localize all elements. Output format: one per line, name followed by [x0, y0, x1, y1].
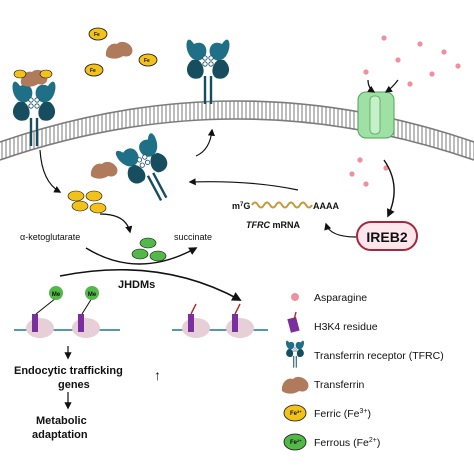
svg-text:Fe: Fe — [90, 68, 96, 74]
svg-text:AAAA: AAAA — [313, 201, 339, 211]
svg-text:Me: Me — [88, 292, 97, 298]
asparagine-dot-icon — [291, 293, 299, 301]
endocytic-genes-label: Endocytic trafficking genes — [14, 365, 126, 391]
legend-item-transferrin: Transferrin — [281, 376, 365, 394]
transferrin-receptor-bound — [11, 69, 57, 148]
asparagine-transporter — [357, 91, 395, 139]
ferric-icon: Fe3+ — [283, 404, 307, 422]
svg-text:Me: Me — [52, 292, 61, 298]
succinate-label: succinate — [174, 232, 212, 242]
svg-text:Ferric (Fe3+): Ferric (Fe3+) — [314, 408, 371, 420]
transferrin-receptor-recycled — [185, 38, 231, 106]
tfrc-mrna: m7G AAAA TFRC mRNA — [232, 201, 339, 230]
transferrin-icon — [281, 376, 309, 394]
legend-item-asparagine: Asparagine — [291, 292, 367, 304]
chromatin-demethylated — [172, 303, 268, 338]
transferrin-receptor-icon — [285, 340, 305, 369]
jhdms-label: JHDMs — [118, 279, 155, 291]
legend: Asparagine H3K4 residue Transferrin rece… — [281, 292, 444, 451]
svg-text:Asparagine: Asparagine — [314, 292, 367, 304]
svg-text:H3K4 residue: H3K4 residue — [314, 321, 378, 333]
h3k4-residue-icon — [287, 311, 300, 333]
transferrin-receptor-internalised — [90, 131, 184, 211]
svg-text:TFRC mRNA: TFRC mRNA — [246, 220, 301, 230]
cell-membrane — [0, 100, 474, 161]
ferrous-icon: Fe2+ — [283, 433, 307, 451]
alpha-ketoglutarate-label: α-ketoglutarate — [20, 232, 80, 242]
ferric-ion-3: Fe — [84, 63, 104, 77]
svg-text:m7G: m7G — [232, 201, 250, 211]
svg-text:Transferrin receptor (TFRC): Transferrin receptor (TFRC) — [314, 350, 444, 362]
upregulation-arrow: ↑ — [154, 367, 161, 383]
chromatin-methylated: Me Me — [14, 286, 120, 338]
ferric-cluster — [67, 190, 107, 214]
svg-text:Fe3+: Fe3+ — [290, 409, 302, 417]
legend-item-h3k4: H3K4 residue — [287, 311, 378, 333]
ferrous-cluster — [131, 237, 167, 262]
ferric-ion-1: Fe — [88, 27, 108, 41]
ireb2-protein: IREB2 — [356, 221, 418, 251]
svg-text:IREB2: IREB2 — [366, 229, 407, 245]
legend-item-tfrc: Transferrin receptor (TFRC) — [285, 340, 444, 369]
svg-text:Ferrous (Fe2+): Ferrous (Fe2+) — [314, 437, 380, 449]
legend-item-ferrous: Fe2+ Ferrous (Fe2+) — [283, 433, 380, 451]
svg-text:Transferrin: Transferrin — [314, 379, 365, 391]
svg-text:Fe: Fe — [94, 32, 100, 38]
extracellular-transferrin — [105, 41, 133, 59]
ferric-ion-2: Fe — [138, 53, 158, 67]
svg-text:Fe: Fe — [144, 58, 150, 64]
asparagine-dots — [349, 35, 461, 187]
legend-item-ferric: Fe3+ Ferric (Fe3+) — [283, 404, 371, 422]
svg-text:Fe2+: Fe2+ — [290, 438, 302, 446]
metabolic-adaptation-label: Metabolic adaptation — [32, 415, 90, 441]
